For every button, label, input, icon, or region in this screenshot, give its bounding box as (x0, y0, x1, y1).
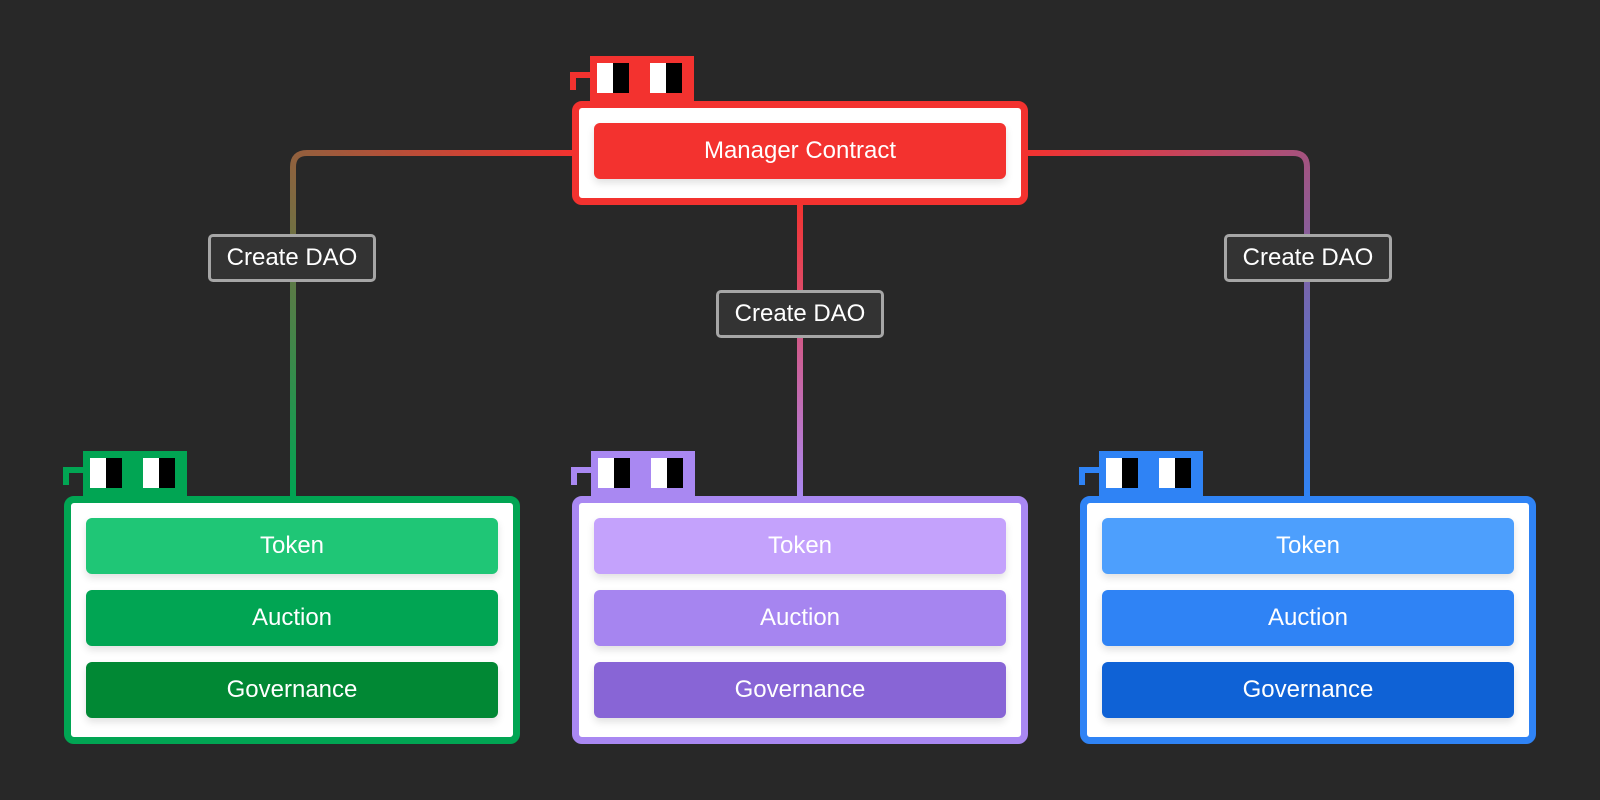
manager-noggles-icon (570, 56, 694, 102)
governance-module[interactable]: Governance (594, 662, 1006, 718)
purple-noggles-icon (571, 451, 695, 497)
green-noggles-icon (63, 451, 187, 497)
edge-label-right: Create DAO (1224, 234, 1392, 282)
token-module[interactable]: Token (594, 518, 1006, 574)
manager-contract-box: Manager Contract (572, 101, 1028, 205)
auction-module[interactable]: Auction (594, 590, 1006, 646)
edge-label-left: Create DAO (208, 234, 376, 282)
manager-contract-label[interactable]: Manager Contract (594, 123, 1006, 179)
governance-module[interactable]: Governance (1102, 662, 1514, 718)
edge-right-line (1026, 150, 1310, 497)
edge-label-middle: Create DAO (716, 290, 884, 338)
auction-module[interactable]: Auction (86, 590, 498, 646)
governance-module[interactable]: Governance (86, 662, 498, 718)
dao-box-blue: Token Auction Governance (1080, 496, 1536, 744)
edge-left-line (290, 150, 574, 497)
dao-box-green: Token Auction Governance (64, 496, 520, 744)
auction-module[interactable]: Auction (1102, 590, 1514, 646)
blue-noggles-icon (1079, 451, 1203, 497)
token-module[interactable]: Token (86, 518, 498, 574)
token-module[interactable]: Token (1102, 518, 1514, 574)
dao-box-purple: Token Auction Governance (572, 496, 1028, 744)
